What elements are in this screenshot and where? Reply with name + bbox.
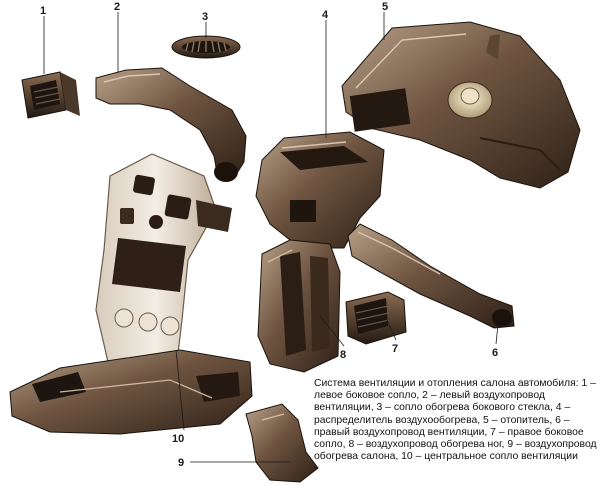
left-side-nozzle [21,71,80,119]
heating-air-distributor [255,131,385,249]
label-8: 8 [340,349,346,361]
label-9: 9 [178,457,184,469]
leader-lines [43,12,499,463]
footwell-heating-duct [257,239,341,373]
center-console-nozzle [95,153,232,381]
label-3: 3 [202,11,208,23]
label-10: 10 [172,433,184,445]
right-side-nozzle [345,291,407,345]
label-6: 6 [492,347,498,359]
right-ventilation-duct [347,223,515,329]
label-1: 1 [40,5,46,17]
left-ventilation-duct [95,67,247,182]
cabin-heating-duct [245,403,319,483]
label-7: 7 [392,343,398,355]
label-5: 5 [382,1,388,13]
figure-caption: Система вентиляции и отопления салона ав… [314,378,597,463]
label-2: 2 [114,1,120,13]
label-4: 4 [322,9,329,21]
side-window-defrost-nozzle [171,35,241,59]
cabin-heating-floor-duct [9,349,253,435]
heater-unit [341,21,581,189]
